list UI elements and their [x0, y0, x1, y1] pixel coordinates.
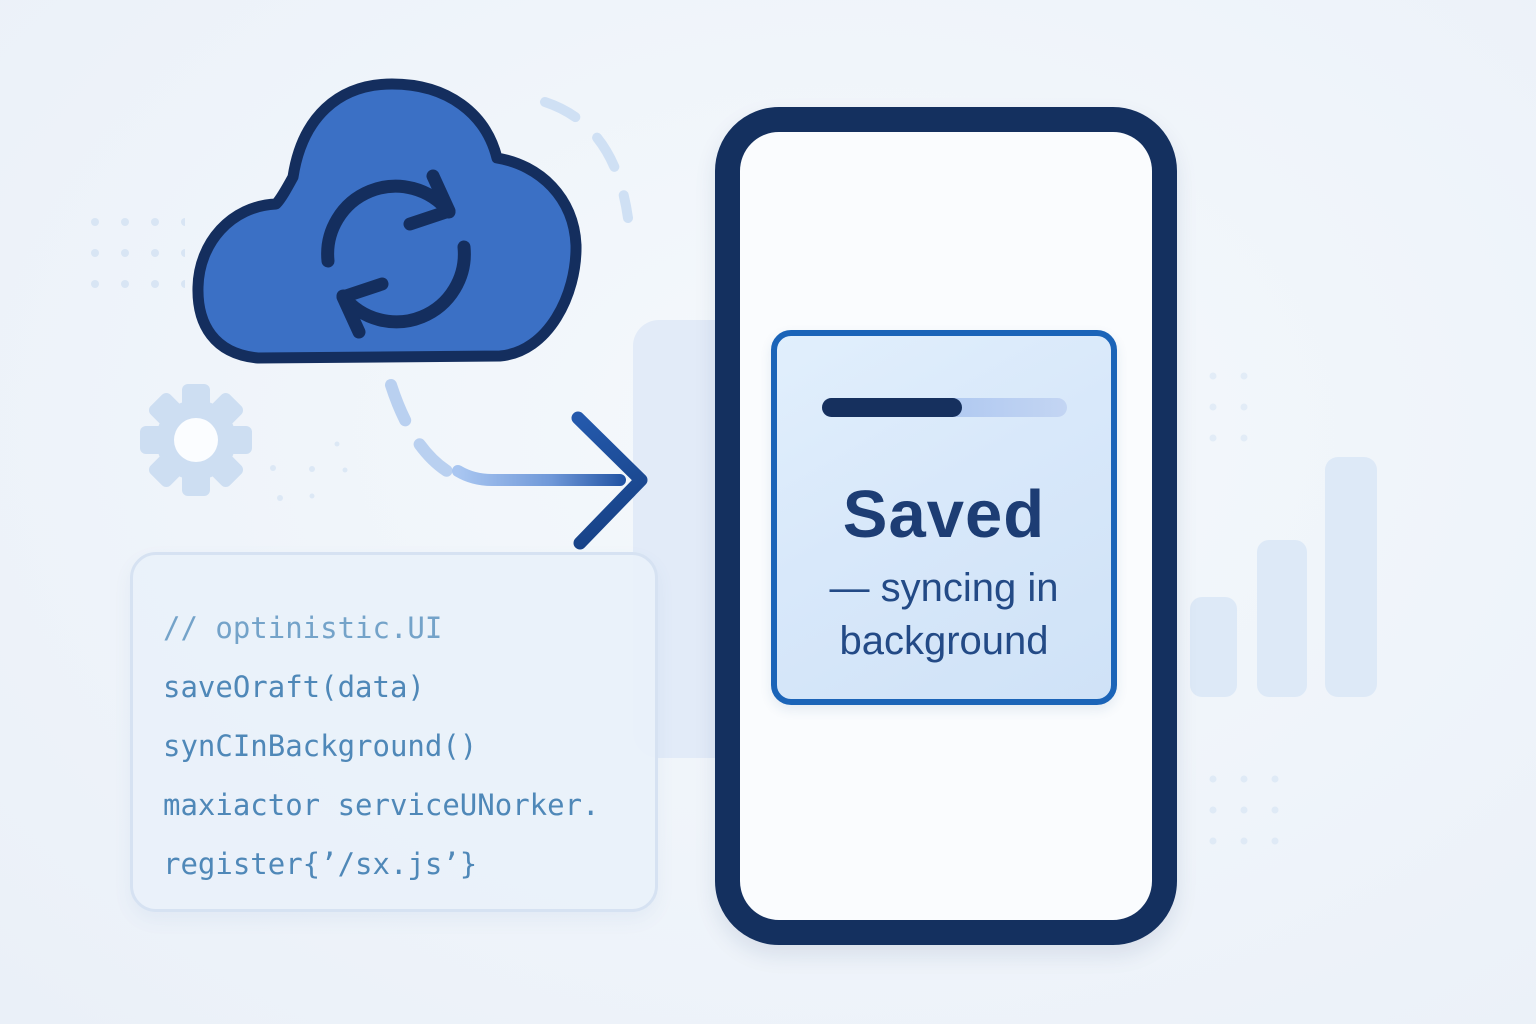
bar-tall [1325, 457, 1377, 697]
code-line: saveOraft(data) [163, 670, 425, 704]
dot-grid-decoration [83, 198, 185, 304]
bar-medium [1257, 540, 1307, 697]
gear-icon [140, 384, 252, 496]
arrow-right-icon [452, 411, 648, 550]
arrow-shaft [452, 465, 626, 486]
sync-arrows [321, 169, 471, 339]
dashed-arc-decoration [385, 379, 456, 479]
dot-grid-decoration [1192, 752, 1294, 858]
cloud-shape [192, 78, 582, 364]
dot-scatter-decoration [270, 441, 348, 501]
status-subtitle: — syncing in background [829, 566, 1059, 663]
status-title: Saved [842, 477, 1046, 552]
code-line: maxiactor serviceUNorker. [163, 788, 600, 822]
bar-chart-decoration [1190, 457, 1377, 697]
phone-frame: Saved — syncing in background [715, 107, 1177, 945]
code-line: synCInBackground() [163, 729, 478, 763]
sync-progress-fill [822, 398, 962, 417]
sync-progress-bar [822, 398, 1067, 417]
status-card: Saved — syncing in background [771, 330, 1117, 705]
arrow-head [571, 411, 648, 550]
code-snippet-card: // optinistic.UI saveOraft(data) synCInB… [130, 552, 658, 912]
code-line: // optinistic.UI [163, 611, 443, 645]
cloud-sync-icon [192, 78, 582, 364]
dashed-arc-decoration [540, 97, 633, 223]
dot-grid-decoration [1192, 358, 1264, 453]
code-line: register{’/sx.js’} [163, 847, 478, 881]
bar-small [1190, 597, 1237, 697]
